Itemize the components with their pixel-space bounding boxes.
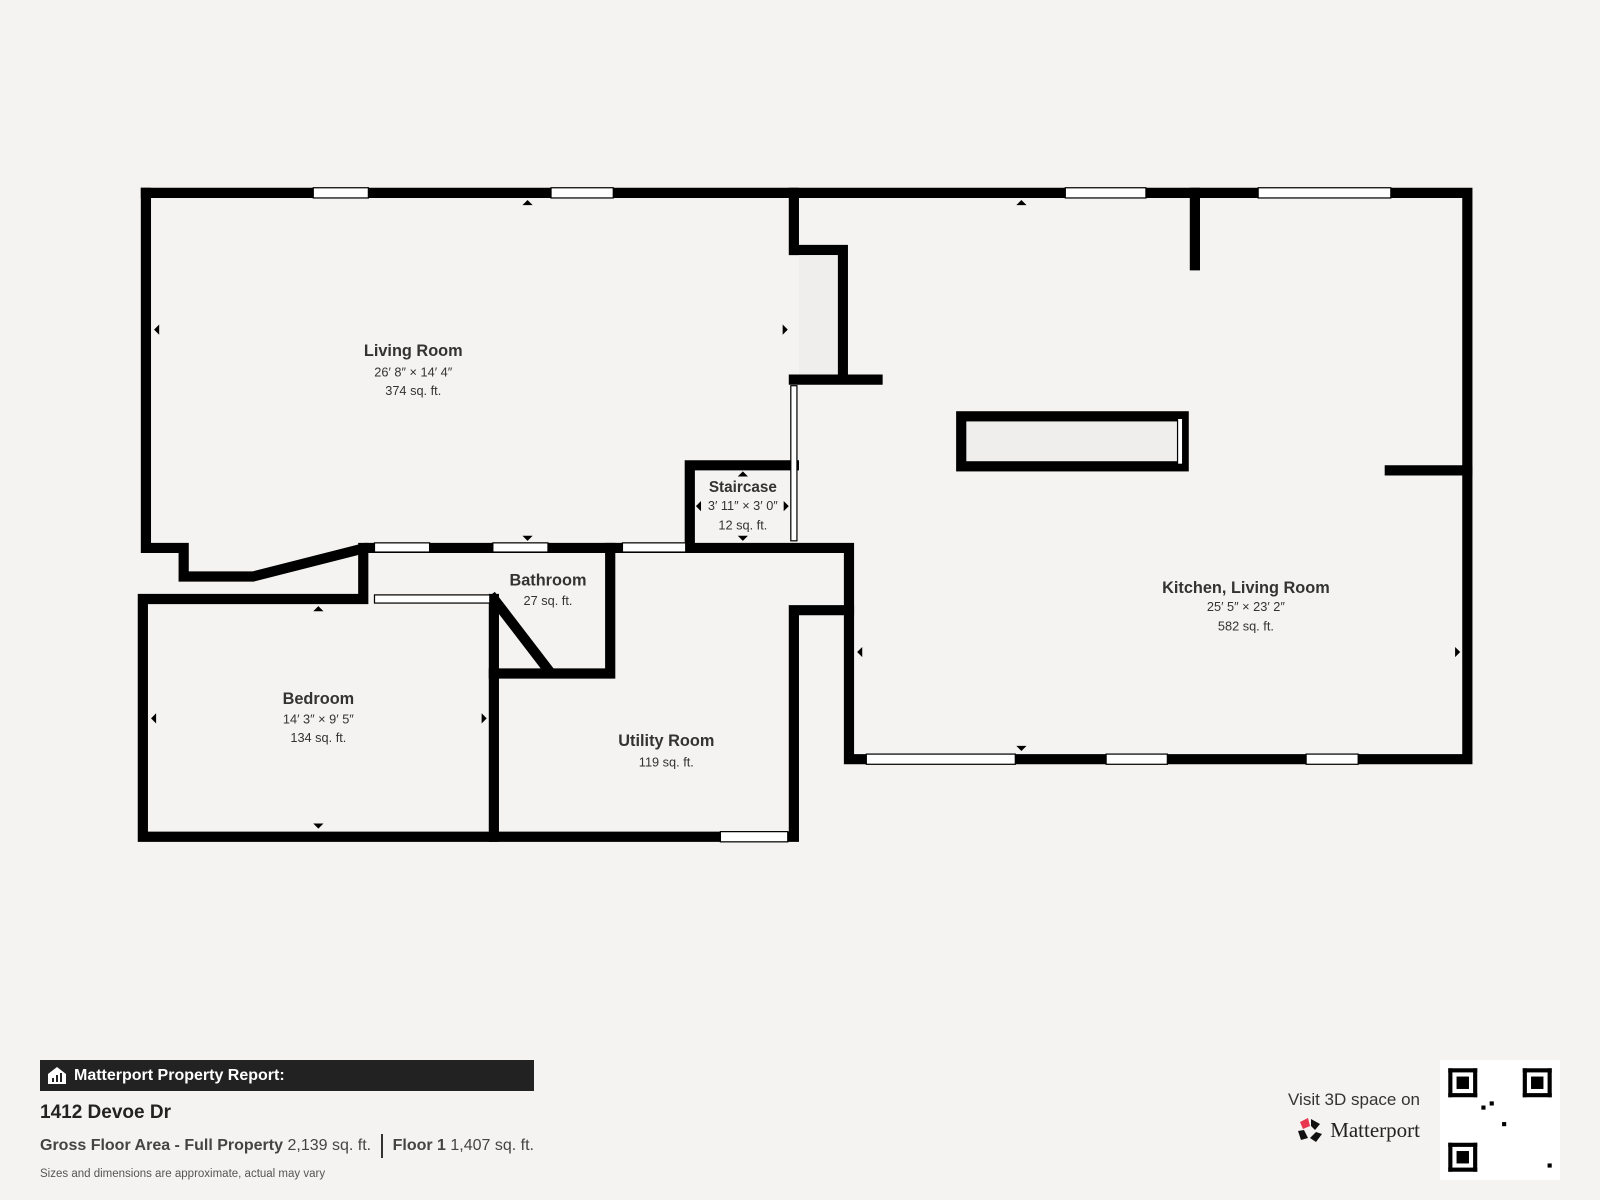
room-bedroom: Bedroom 14′ 3″ × 9′ 5″ 134 sq. ft. <box>283 690 355 745</box>
building-chart-icon <box>48 1067 66 1084</box>
report-header-bar: Matterport Property Report: <box>40 1060 534 1091</box>
floor-label: Floor 1 <box>392 1137 446 1154</box>
window <box>1305 753 1359 765</box>
window <box>312 187 369 199</box>
room-bathroom: Bathroom 27 sq. ft. <box>509 572 586 608</box>
room-name: Kitchen, Living Room <box>1162 579 1330 597</box>
matterport-wordmark: Matterport <box>1330 1117 1420 1142</box>
wall-top <box>137 187 1473 842</box>
room-dimensions: 3′ 11″ × 3′ 0″ <box>708 498 778 513</box>
room-dimensions: 25′ 5″ × 23′ 2″ <box>1207 599 1285 614</box>
matterport-logo-icon <box>1298 1118 1323 1142</box>
qr-code[interactable] <box>1440 1060 1560 1180</box>
window <box>550 187 614 199</box>
window <box>719 831 789 843</box>
room-name: Staircase <box>709 479 777 496</box>
room-name: Bathroom <box>509 572 586 590</box>
room-area: 582 sq. ft. <box>1218 619 1274 634</box>
room-name: Living Room <box>364 342 463 360</box>
closet-fill <box>798 255 838 375</box>
room-name: Bedroom <box>283 690 355 708</box>
room-staircase: Staircase 3′ 11″ × 3′ 0″ 12 sq. ft. <box>708 479 778 533</box>
window <box>1257 187 1392 199</box>
visit-text: Visit 3D space on <box>1288 1090 1420 1109</box>
wall-utility-top <box>684 542 855 616</box>
report-title: Matterport Property Report: <box>74 1066 285 1084</box>
room-name: Utility Room <box>618 732 714 750</box>
kitchen-island <box>956 411 1189 472</box>
window <box>492 542 549 553</box>
gross-area-value: 2,139 sq. ft. <box>287 1137 372 1154</box>
room-area: 27 sq. ft. <box>524 593 573 608</box>
visit-3d-link[interactable]: Visit 3D space on Matterport <box>1270 1090 1420 1144</box>
window <box>1064 187 1147 199</box>
property-report-footer: Matterport Property Report: 1412 Devoe D… <box>40 1060 534 1180</box>
room-utility-room: Utility Room 119 sq. ft. <box>618 732 714 769</box>
matterport-logo: Matterport <box>1270 1116 1420 1144</box>
divider <box>381 1134 383 1158</box>
passage-opening <box>790 385 798 542</box>
window <box>865 753 1016 765</box>
room-kitchen-living-room: Kitchen, Living Room 25′ 5″ × 23′ 2″ 582… <box>1162 579 1330 634</box>
gross-area-label: Gross Floor Area - Full Property <box>40 1137 284 1154</box>
window <box>373 594 491 604</box>
room-living-room: Living Room 26′ 8″ × 14′ 4″ 374 sq. ft. <box>364 342 463 398</box>
disclaimer: Sizes and dimensions are approximate, ac… <box>40 1168 326 1180</box>
window <box>1176 417 1184 465</box>
window <box>621 542 687 553</box>
window <box>1105 753 1168 765</box>
room-area: 12 sq. ft. <box>718 518 767 533</box>
walls <box>137 187 1473 842</box>
windows <box>312 187 1392 843</box>
floor-area-value: 1,407 sq. ft. <box>450 1137 534 1154</box>
room-dimensions: 14′ 3″ × 9′ 5″ <box>283 711 354 726</box>
wall-staircase <box>684 460 799 554</box>
room-area: 134 sq. ft. <box>290 730 346 745</box>
wall-bathroom <box>486 542 616 679</box>
room-area: 374 sq. ft. <box>385 383 441 398</box>
window <box>373 542 431 553</box>
room-area: 119 sq. ft. <box>639 754 694 769</box>
wall-partition <box>788 187 883 385</box>
area-summary: Gross Floor Area - Full Property 2,139 s… <box>40 1134 534 1158</box>
wall-living-left <box>140 187 695 582</box>
property-address: 1412 Devoe Dr <box>40 1102 171 1123</box>
room-dimensions: 26′ 8″ × 14′ 4″ <box>374 365 452 380</box>
